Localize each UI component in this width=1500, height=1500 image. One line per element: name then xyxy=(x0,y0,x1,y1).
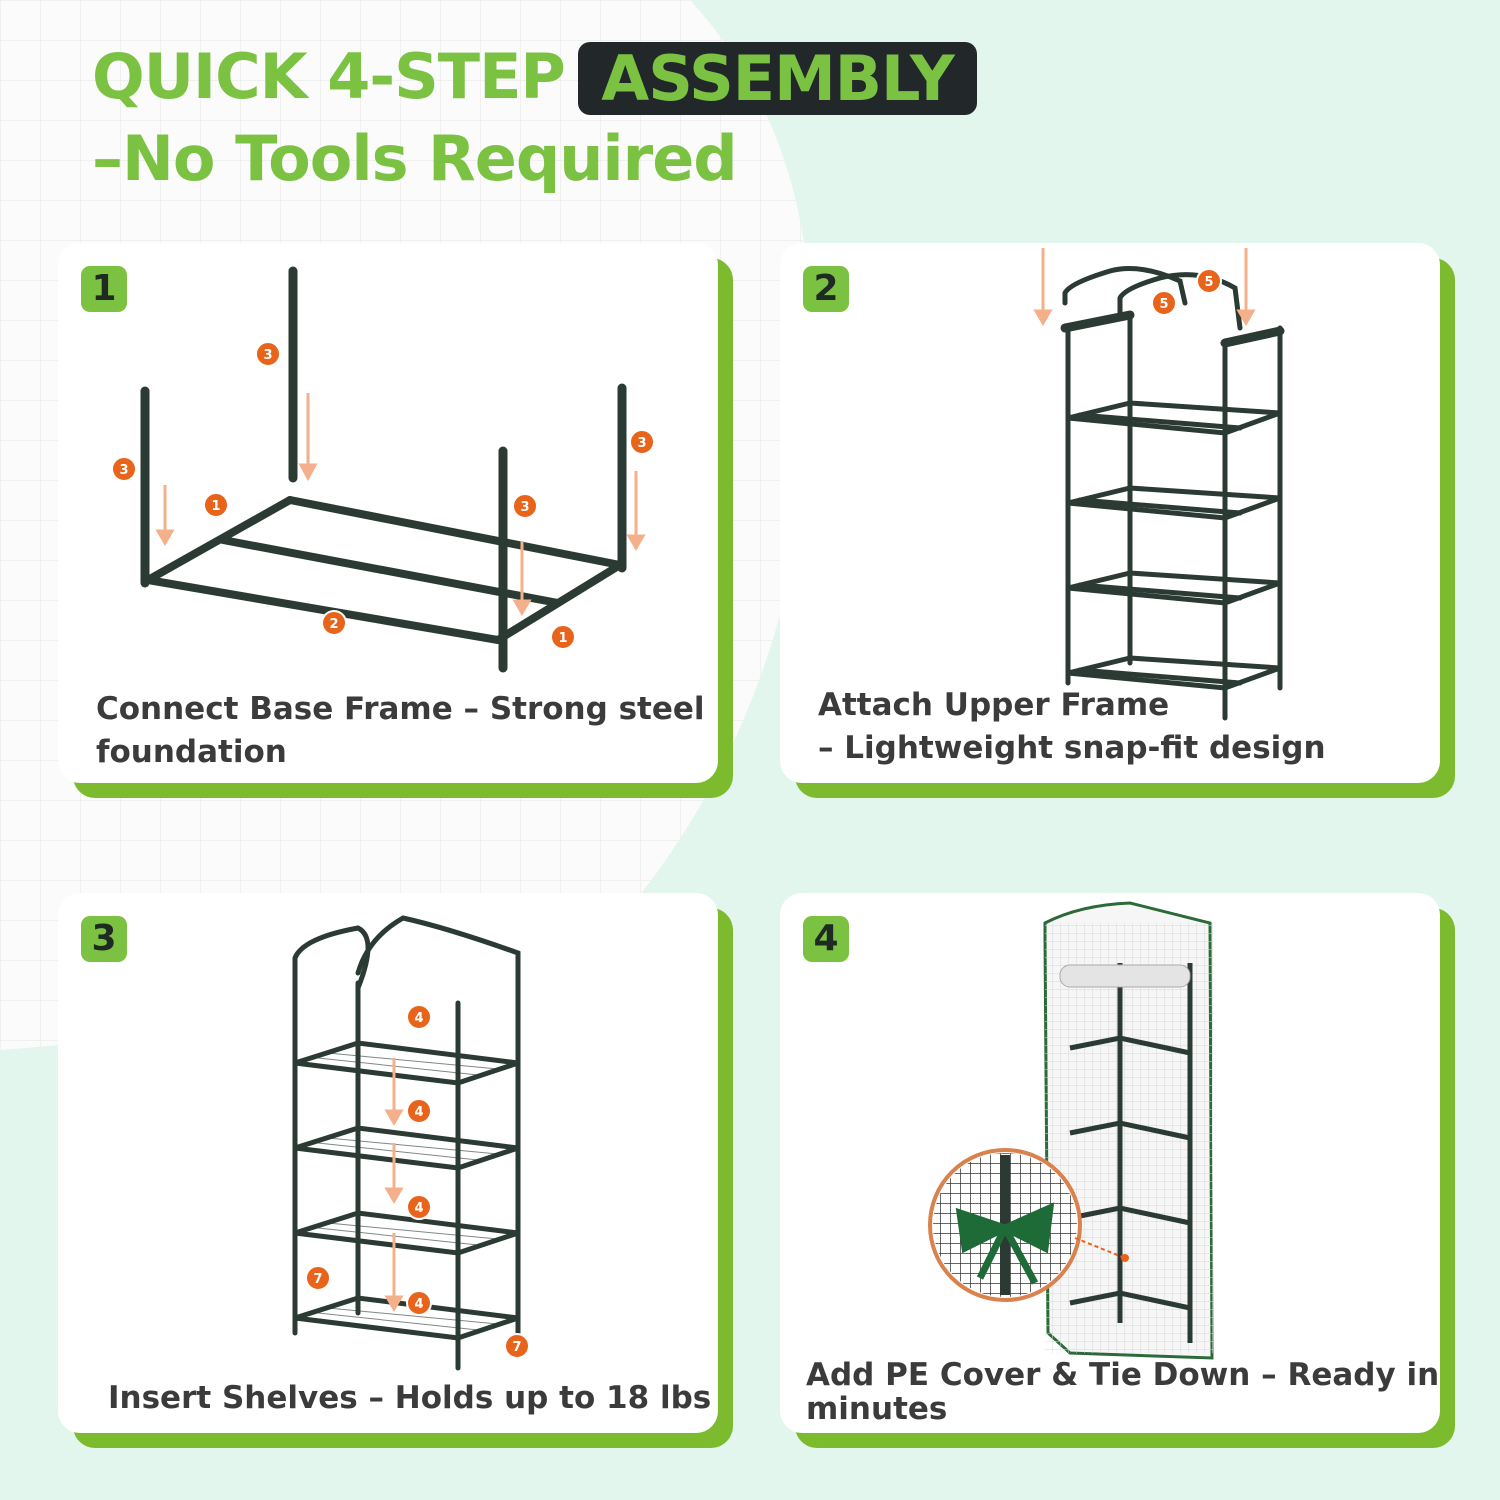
caption-line: Connect Base Frame – Strong steel xyxy=(96,691,705,727)
svg-text:3: 3 xyxy=(263,348,272,363)
marker-5: 5 xyxy=(1151,290,1177,316)
headline-line2: –No Tools Required xyxy=(92,122,738,195)
svg-text:5: 5 xyxy=(1204,275,1213,290)
step-caption: Add PE Cover & Tie Down – Ready in minut… xyxy=(806,1358,1439,1426)
caption-line: minutes xyxy=(806,1391,948,1427)
step-card-1: 3 3 3 3 1 1 2 1 Connect Base Frame – Str… xyxy=(58,243,733,799)
marker-4: 4 xyxy=(406,1290,432,1316)
step-number-badge: 2 xyxy=(803,266,849,312)
step-number-badge: 1 xyxy=(81,266,127,312)
marker-1: 1 xyxy=(550,624,576,650)
marker-5: 5 xyxy=(1196,268,1222,294)
headline-highlight: ASSEMBLY xyxy=(578,42,977,115)
svg-text:2: 2 xyxy=(329,617,338,632)
svg-text:5: 5 xyxy=(1159,297,1168,312)
svg-text:7: 7 xyxy=(313,1272,322,1287)
svg-text:3: 3 xyxy=(119,463,128,478)
marker-1: 1 xyxy=(203,492,229,518)
marker-3: 3 xyxy=(111,456,137,482)
upper-frame-illustration: 5 5 xyxy=(1033,248,1285,721)
svg-text:4: 4 xyxy=(414,1011,423,1026)
greenhouse-cover-illustration xyxy=(928,901,1214,1360)
shelves-illustration: 4 4 4 4 7 7 xyxy=(292,915,530,1371)
svg-text:3: 3 xyxy=(520,500,529,515)
headline-line1: QUICK 4-STEP xyxy=(92,40,566,113)
base-frame-illustration: 3 3 3 3 1 1 2 xyxy=(111,266,655,673)
step-card-2: 5 5 2 Attach Upper Frame – Lightweight s… xyxy=(780,243,1455,799)
marker-4: 4 xyxy=(406,1004,432,1030)
svg-text:4: 4 xyxy=(414,1105,423,1120)
step-caption: Attach Upper Frame – Lightweight snap-fi… xyxy=(818,684,1326,770)
caption-line: Add PE Cover & Tie Down – Ready in xyxy=(806,1357,1440,1393)
step-number-badge: 4 xyxy=(803,916,849,962)
step-number-badge: 3 xyxy=(81,916,127,962)
caption-line: foundation xyxy=(96,734,287,770)
step-card-3: 4 4 4 4 7 7 3 Insert Shelves – Holds up … xyxy=(58,893,733,1449)
caption-line: – Lightweight snap-fit design xyxy=(818,730,1326,766)
svg-text:4: 4 xyxy=(414,1201,423,1216)
marker-2: 2 xyxy=(321,610,347,636)
step-caption: Connect Base Frame – Strong steel founda… xyxy=(96,688,705,774)
caption-line: Attach Upper Frame xyxy=(818,687,1170,723)
marker-3: 3 xyxy=(255,341,281,367)
marker-4: 4 xyxy=(406,1098,432,1124)
svg-text:1: 1 xyxy=(211,499,220,514)
svg-text:4: 4 xyxy=(414,1297,423,1312)
svg-text:3: 3 xyxy=(637,436,646,451)
marker-3: 3 xyxy=(629,429,655,455)
marker-7: 7 xyxy=(504,1333,530,1359)
svg-text:7: 7 xyxy=(512,1340,521,1355)
svg-text:1: 1 xyxy=(558,631,567,646)
step-card-4: 4 Add PE Cover & Tie Down – Ready in min… xyxy=(780,893,1455,1449)
marker-3: 3 xyxy=(512,493,538,519)
step-caption: Insert Shelves – Holds up to 18 lbs xyxy=(108,1380,712,1416)
marker-7: 7 xyxy=(305,1265,331,1291)
marker-4: 4 xyxy=(406,1194,432,1220)
